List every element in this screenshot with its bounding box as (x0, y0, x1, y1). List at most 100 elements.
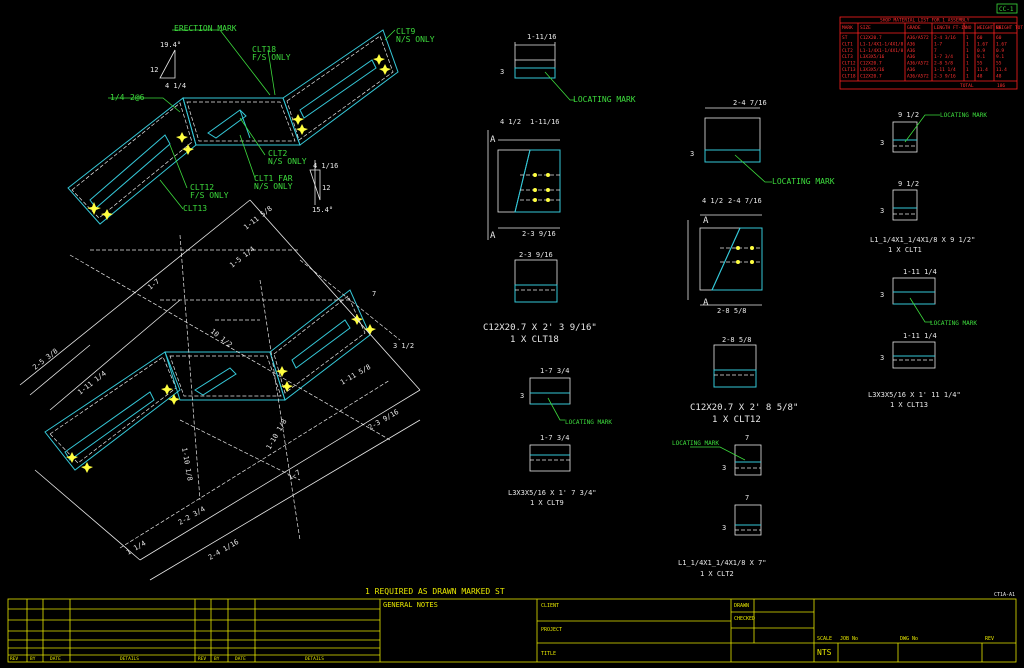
angle-top: 19.4° (160, 41, 181, 49)
clt12-sub: 1 X CLT12 (712, 415, 761, 425)
clt2-sub: 1 X CLT2 (700, 570, 734, 578)
job-no-label: JOB No (840, 636, 858, 642)
detail-clt18: 1-11/16 3 LOCATING MARK 4 1/2 1-11/16 2-… (483, 33, 636, 345)
bom-cell-r6-c5: 48 (977, 73, 983, 79)
clt9-plan-dim: 1-7 3/4 (540, 434, 570, 442)
clt1-plan-dim: 9 1/2 (898, 180, 919, 188)
bom-header-2: GRADE (907, 25, 921, 31)
rev-hdr2-details: DETAILS (305, 656, 324, 662)
bom-cell-r0-c5: 60 (977, 35, 983, 41)
bom-cell-r6-c1: C12X20.7 (860, 73, 882, 79)
revision-tag: CT1A-A1 (994, 592, 1015, 598)
bom-cell-r2-c2: A36 (907, 48, 915, 54)
dim-12: 3 1/2 (393, 342, 414, 350)
bom-cell-r4-c4: 1 (966, 61, 969, 67)
dim-3: 1-11 1/4 (76, 370, 107, 397)
checked-label: CHECKED (734, 616, 755, 622)
bom-cell-r5-c6: 11.4 (996, 67, 1007, 73)
clt12-caption: C12X20.7 X 2' 8 5/8" (690, 403, 798, 413)
rev-hdr-date: DATE (50, 656, 61, 662)
clt2-plan-left: 3 (722, 524, 726, 532)
clt1-caption: L1_1/4X1_1/4X1/8 X 9 1/2" (870, 236, 975, 244)
sheet-id-box (996, 3, 1018, 14)
clt18-top-dim: 1-11/16 (527, 33, 557, 41)
bom-cell-r2-c5: 0.9 (977, 48, 985, 54)
rev-hdr2-by: BY (214, 656, 220, 662)
dim-9: 2-4 1/16 (207, 538, 240, 562)
clt13-plan-left: 3 (880, 354, 884, 362)
bom-header-6: WEIGHT TOT (996, 25, 1023, 31)
bom-cell-r3-c1: L3X3X5/16 (860, 54, 885, 60)
clt18-caption: C12X20.7 X 2' 3 9/16" (483, 323, 597, 333)
bom-cell-r3-c0: CLT3 (842, 54, 853, 60)
clt13-plan-dim: 1-11 1/4 (903, 332, 937, 340)
bom-cell-r1-c1: L1-1/4X1-1/4X1/8 (860, 41, 904, 47)
slope-bottom-run: 4 1/16 (313, 162, 338, 170)
clt18-section-a-bottom: A (490, 231, 496, 241)
clt12-section-a-top: A (703, 216, 709, 226)
clt9-left: 3 (520, 392, 524, 400)
clt12-plan-dim: 2-8 5/8 (722, 336, 752, 344)
clt18-locating-mark: LOCATING MARK (573, 95, 636, 104)
clt9-locating-mark: LOCATING MARK (565, 419, 612, 426)
clt18-top-left: 3 (500, 68, 504, 76)
clt1-locating-mark: LOCATING MARK (940, 112, 987, 119)
detail-clt1: 9 1/2 3 LOCATING MARK 9 1/2 3 L1_1/4X1_1… (870, 111, 987, 254)
bom-cell-r3-c5: 9.1 (977, 54, 985, 60)
bom-cell-r1-c2: A36 (907, 41, 915, 47)
clt12-section-a-bottom: A (703, 298, 709, 308)
rev-hdr2-date: DATE (235, 656, 246, 662)
clt13-caption: L3X3X5/16 X 1' 11 1/4" (868, 391, 961, 399)
bom-cell-r3-c3: 1-7 3/4 (934, 54, 953, 60)
bom-cell-r4-c5: 55 (977, 61, 983, 67)
bom-cell-r2-c4: 1 (966, 48, 969, 54)
detail-clt9: 1-7 3/4 3 LOCATING MARK 1-7 3/4 L3X3X5/1… (508, 367, 612, 507)
clt9-dim: 1-7 3/4 (540, 367, 570, 375)
client-label: CLIENT (541, 603, 559, 609)
bom-cell-r1-c3: 1-7 (934, 41, 942, 47)
weld-spacing: 2@6 (130, 93, 145, 102)
bom-cell-r6-c2: A36/A572 (907, 73, 929, 79)
scale-label: SCALE (817, 636, 832, 642)
clt9-caption: L3X3X5/16 X 1' 7 3/4" (508, 489, 597, 497)
bom-cell-r6-c6: 48 (996, 73, 1002, 79)
rev-hdr-details: DETAILS (120, 656, 139, 662)
detail-clt2: 7 LOCATING MARK 3 7 3 L1_1/4X1_1/4X1/8 X… (672, 434, 767, 578)
clt13-top-dim: 1-11 1/4 (903, 268, 937, 276)
clt1-sub: 1 X CLT1 (888, 246, 922, 254)
slope-bottom-rise: 12 (322, 184, 330, 192)
bom-cell-r6-c4: 1 (966, 73, 969, 79)
general-notes-label: GENERAL NOTES (383, 601, 438, 609)
bom-cell-r0-c3: 2-4 3/16 (934, 35, 956, 41)
slope-top-rise: 12 (150, 66, 158, 74)
bom-total: 186 (997, 83, 1005, 89)
project-label: PROJECT (541, 627, 562, 633)
clt12-top-dim: 2-4 7/16 (733, 99, 767, 107)
slope-top-run: 4 1/4 (165, 82, 186, 90)
clt18-dim-c: 2-3 9/16 (522, 230, 556, 238)
clt18-section-a-top: A (490, 135, 496, 145)
bom-cell-r3-c2: A36 (907, 54, 915, 60)
weld-symbol: 1/4 (110, 93, 125, 102)
angle-bottom: 15.4° (312, 206, 333, 214)
bom-cell-r3-c6: 9.1 (996, 54, 1004, 60)
bom-cell-r3-c4: 1 (966, 54, 969, 60)
bom-cell-r5-c4: 1 (966, 67, 969, 73)
rev-hdr-by: BY (30, 656, 36, 662)
clt12-dim-b: 2-4 7/16 (728, 197, 762, 205)
dim-14: 1-11 5/8 (339, 363, 372, 387)
clt13-label: CLT13 (183, 204, 207, 213)
erection-mark-label: ERECTION MARK (174, 24, 237, 33)
bom-header-0: MARK (842, 25, 853, 31)
assembly-plan-bottom: 1-7 2-5 3/8 1-11 1/4 1-5 1/4 10 1/2 1-10… (19, 199, 421, 581)
clt9-sub: 1 X CLT9 (530, 499, 564, 507)
bom-cell-r1-c0: CLT1 (842, 41, 853, 47)
bom-cell-r6-c0: CLT18 (842, 73, 856, 79)
dim-4: 1-5 1/4 (228, 245, 256, 269)
clt1-top-dim: 9 1/2 (898, 111, 919, 119)
